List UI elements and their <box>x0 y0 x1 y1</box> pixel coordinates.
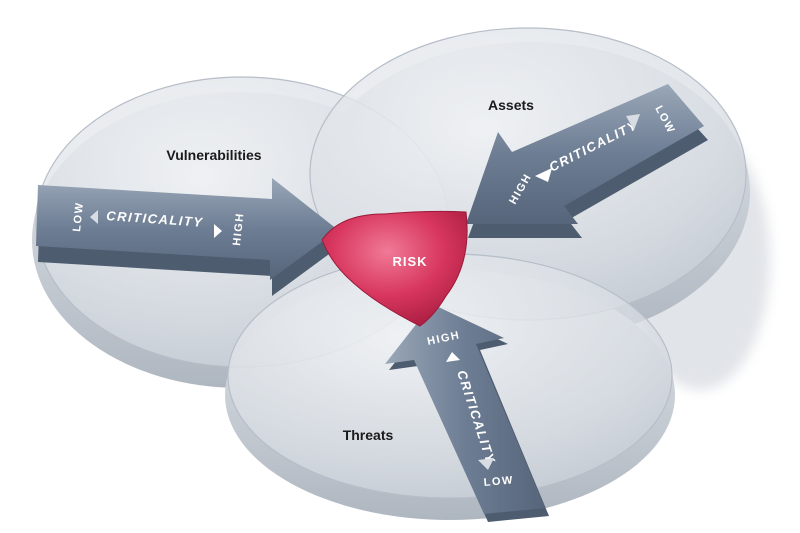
risk-region: RISK <box>321 210 468 327</box>
label-assets: Assets <box>488 97 534 113</box>
vuln-arrow-low: LOW <box>71 201 86 232</box>
label-threats: Threats <box>343 427 394 443</box>
threats-arrow-high-triangle-icon <box>446 352 460 362</box>
vuln-arrow-label: CRITICALITY <box>106 208 204 230</box>
arrow-threats: HIGH CRITICALITY LOW <box>385 304 549 522</box>
threats-arrow-low: LOW <box>483 474 514 489</box>
vuln-arrow-high-triangle-icon <box>214 224 222 238</box>
assets-arrow-low-triangle-icon <box>626 114 640 130</box>
vuln-arrow-low-triangle-icon <box>90 210 98 224</box>
assets-arrow-high-triangle-icon <box>535 168 552 182</box>
threats-arrow-low-triangle-icon <box>478 458 494 470</box>
arrow-vulnerabilities: LOW CRITICALITY HIGH <box>36 178 340 296</box>
arrow-assets: HIGH CRITICALITY LOW <box>466 84 708 238</box>
vuln-arrow-high: HIGH <box>231 212 246 247</box>
risk-label: RISK <box>392 254 427 269</box>
label-vulnerabilities: Vulnerabilities <box>166 147 261 163</box>
risk-shape <box>321 210 468 327</box>
